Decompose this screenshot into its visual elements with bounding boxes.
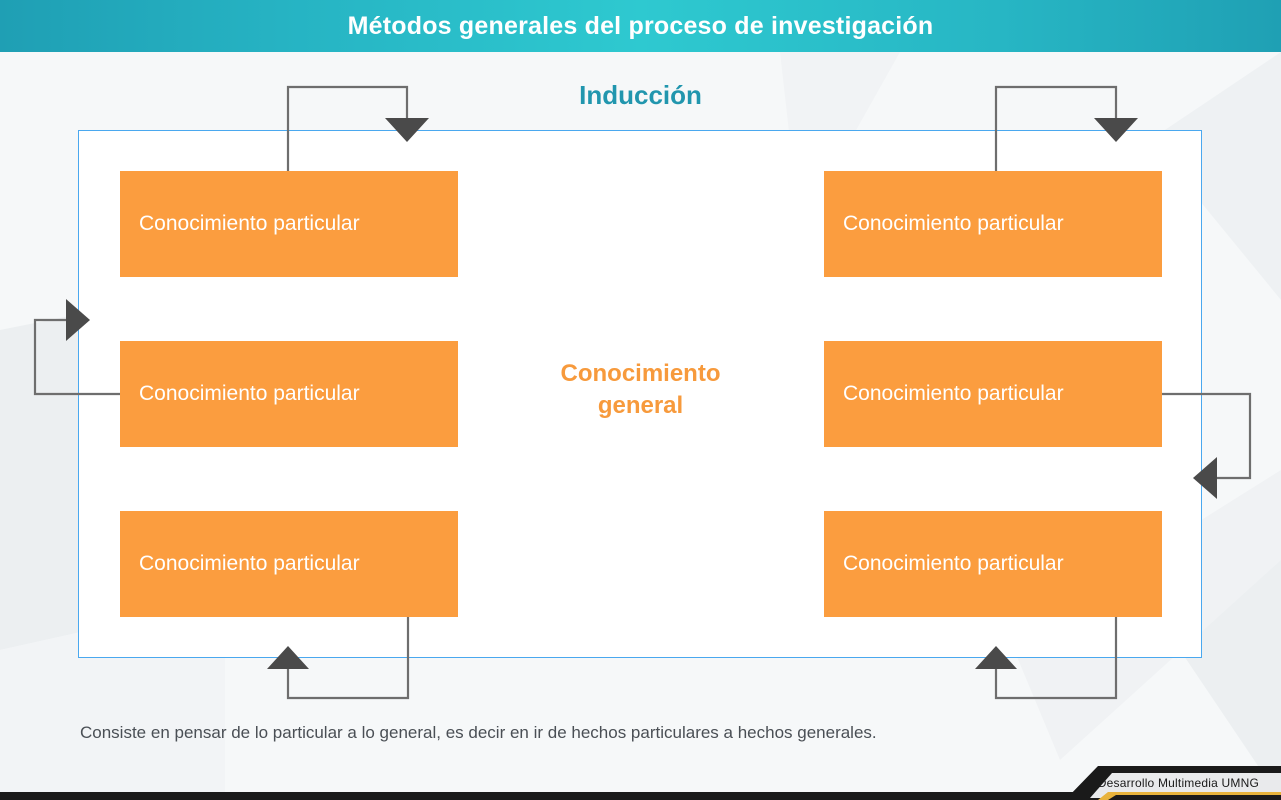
knowledge-box-right-3[interactable]: Conocimiento particular [824,511,1162,617]
footer-credit: Desarrollo Multimedia UMNG [1097,776,1259,790]
knowledge-box-label: Conocimiento particular [139,382,360,406]
page-title: Métodos generales del proceso de investi… [347,11,934,40]
knowledge-box-left-2[interactable]: Conocimiento particular [120,341,458,447]
center-label: Conocimiento general [500,358,781,422]
footer-bar: Desarrollo Multimedia UMNG [0,764,1281,800]
knowledge-box-label: Conocimiento particular [139,552,360,576]
section-title: Inducción [579,80,702,110]
knowledge-box-label: Conocimiento particular [139,212,360,236]
knowledge-box-label: Conocimiento particular [843,552,1064,576]
footer-shape [0,766,1281,800]
center-label-line1: Conocimiento [560,360,721,387]
caption-text: Consiste en pensar de lo particular a lo… [80,723,877,742]
header-bar: Métodos generales del proceso de investi… [0,0,1281,52]
knowledge-box-label: Conocimiento particular [843,382,1064,406]
knowledge-box-right-2[interactable]: Conocimiento particular [824,341,1162,447]
center-label-line2: general [597,391,684,419]
knowledge-box-left-1[interactable]: Conocimiento particular [120,171,458,277]
knowledge-box-label: Conocimiento particular [843,212,1064,236]
knowledge-box-right-1[interactable]: Conocimiento particular [824,171,1162,277]
knowledge-box-left-3[interactable]: Conocimiento particular [120,511,458,617]
